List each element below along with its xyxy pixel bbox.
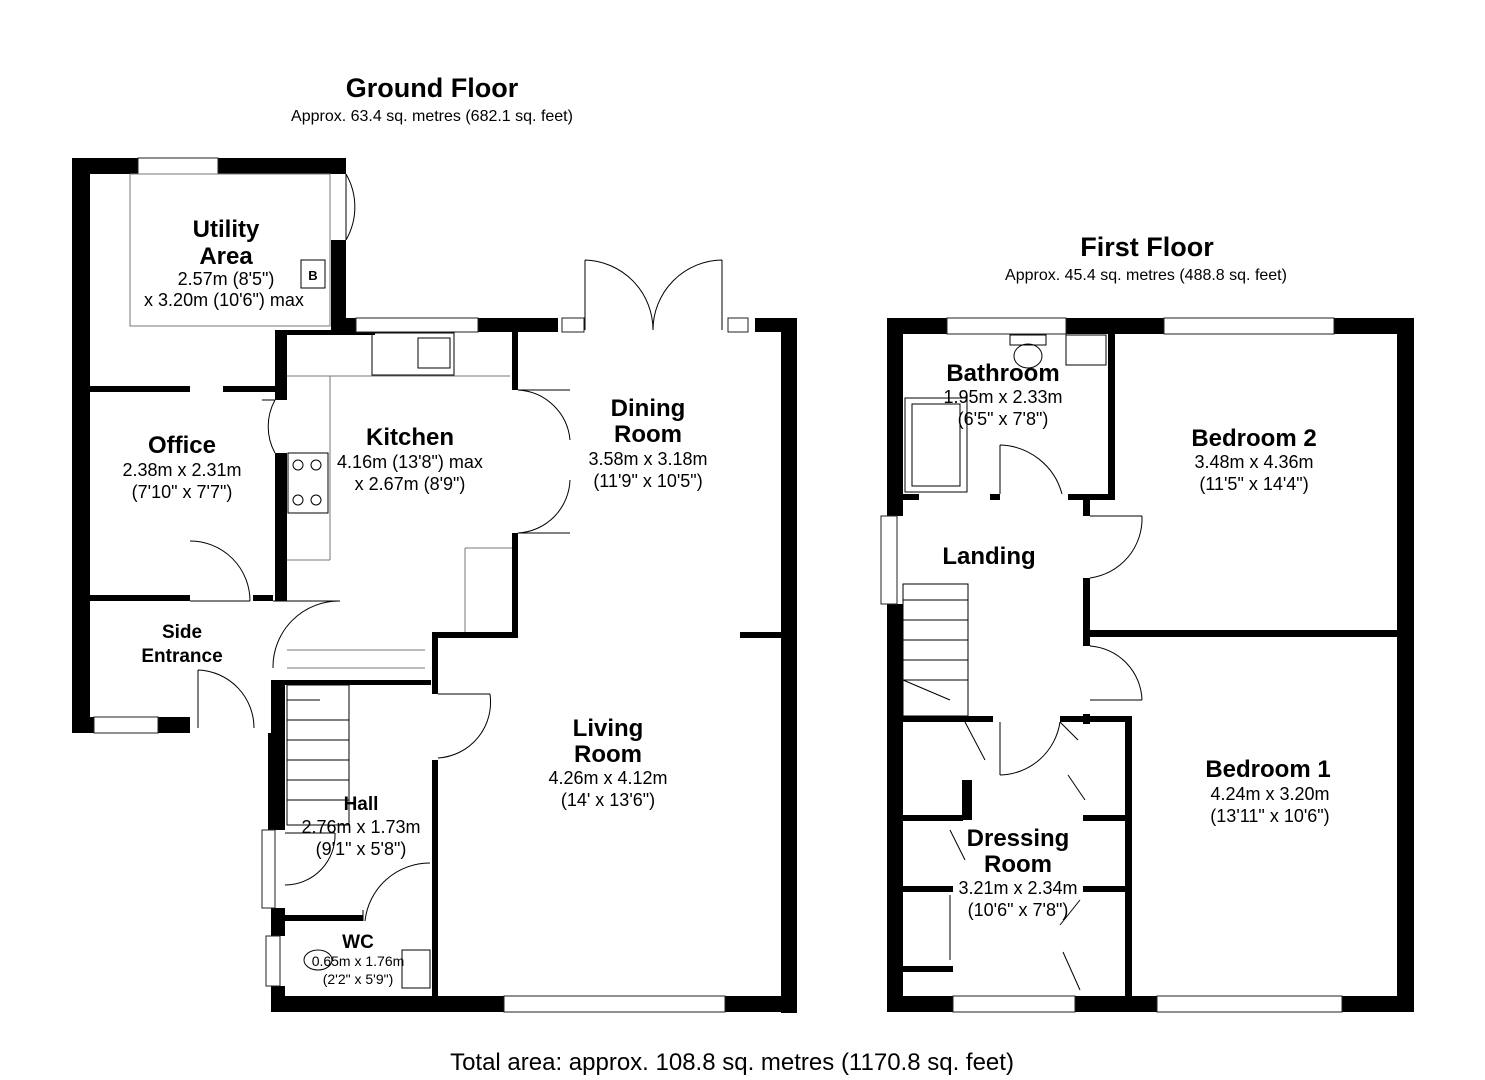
ground-floor-windows xyxy=(93,157,726,1013)
ground-floor-walls xyxy=(72,158,797,1013)
room-name: Entrance xyxy=(141,646,222,667)
room-dimensions: x 2.67m (8'9") xyxy=(355,474,466,494)
first-floor-area: Approx. 45.4 sq. metres (488.8 sq. feet) xyxy=(1005,267,1287,284)
basin-icon xyxy=(401,949,431,989)
room-wc: WC 0.65m x 1.76m (2'2" x 5'9") xyxy=(312,932,405,987)
room-dimensions: x 3.20m (10'6") max xyxy=(144,290,304,310)
room-name: Landing xyxy=(942,543,1035,570)
room-dimensions: 3.21m x 2.34m xyxy=(958,878,1077,898)
room-dressing-room: Dressing Room 3.21m x 2.34m (10'6" x 7'8… xyxy=(958,825,1077,920)
room-dimensions: 4.24m x 3.20m xyxy=(1210,784,1329,804)
room-name: Bedroom 1 xyxy=(1205,756,1330,783)
room-landing: Landing xyxy=(942,543,1035,570)
first-floor: First Floor Approx. 45.4 sq. metres (488… xyxy=(880,232,1414,1013)
room-bedroom-2: Bedroom 2 3.48m x 4.36m (11'5" x 14'4") xyxy=(1191,425,1316,494)
basin-icon xyxy=(1065,334,1107,366)
room-utility-area: Utility Area 2.57m (8'5") x 3.20m (10'6"… xyxy=(144,216,304,310)
room-dimensions: (13'11" x 10'6") xyxy=(1210,806,1329,826)
room-name: Office xyxy=(148,432,216,459)
room-dimensions: (6'5" x 7'8") xyxy=(958,409,1049,429)
room-bedroom-1: Bedroom 1 4.24m x 3.20m (13'11" x 10'6") xyxy=(1205,756,1330,826)
room-name: Kitchen xyxy=(366,424,454,451)
stairs-icon xyxy=(902,583,969,717)
sink-icon xyxy=(371,332,455,376)
room-dining-room: Dining Room 3.58m x 3.18m (11'9" x 10'5"… xyxy=(588,395,707,491)
room-kitchen: Kitchen 4.16m (13'8") max x 2.67m (8'9") xyxy=(337,424,483,494)
room-dimensions: (11'5" x 14'4") xyxy=(1199,474,1308,494)
ground-floor-title: Ground Floor xyxy=(346,73,519,103)
first-floor-walls xyxy=(887,318,1414,1012)
boiler-label: B xyxy=(308,268,317,283)
room-name: Room xyxy=(614,421,682,448)
room-name: Living xyxy=(573,715,644,742)
first-floor-title: First Floor xyxy=(1080,232,1214,262)
room-dimensions: 3.58m x 3.18m xyxy=(588,449,707,469)
total-area: Total area: approx. 108.8 sq. metres (11… xyxy=(450,1049,1014,1076)
first-floor-fixtures xyxy=(902,334,1107,717)
room-dimensions: 1.95m x 2.33m xyxy=(943,387,1062,407)
room-name: Area xyxy=(199,243,253,270)
room-hall: Hall 2.76m x 1.73m (9'1" x 5'8") xyxy=(301,794,420,859)
room-dimensions: (14' x 13'6") xyxy=(561,790,655,810)
room-dimensions: 0.65m x 1.76m xyxy=(312,953,405,969)
ground-floor-area: Approx. 63.4 sq. metres (682.1 sq. feet) xyxy=(291,108,573,125)
room-dimensions: (11'9" x 10'5") xyxy=(593,471,702,491)
ground-floor-doors xyxy=(189,173,749,922)
room-name: Dressing xyxy=(967,825,1070,852)
toilet-icon xyxy=(1013,343,1043,369)
room-dimensions: 3.48m x 4.36m xyxy=(1194,452,1313,472)
boiler-icon xyxy=(300,259,326,289)
room-dimensions: (7'10" x 7'7") xyxy=(132,482,233,502)
room-name: Utility xyxy=(193,216,260,243)
room-bathroom: Bathroom 1.95m x 2.33m (6'5" x 7'8") xyxy=(943,360,1062,429)
room-dimensions: 4.16m (13'8") max xyxy=(337,452,483,472)
room-dimensions: (2'2" x 5'9") xyxy=(323,971,394,987)
bath-icon xyxy=(904,397,968,493)
ground-floor: Ground Floor Approx. 63.4 sq. metres (68… xyxy=(72,73,797,1013)
room-dimensions: (9'1" x 5'8") xyxy=(316,839,407,859)
room-dimensions: 2.57m (8'5") xyxy=(178,269,275,289)
first-floor-windows xyxy=(880,317,1343,1013)
room-dimensions: 2.38m x 2.31m xyxy=(122,460,241,480)
room-office: Office 2.38m x 2.31m (7'10" x 7'7") xyxy=(122,432,241,502)
room-name: WC xyxy=(342,932,374,953)
room-name: Dining xyxy=(611,395,686,422)
room-side-entrance: Side Entrance xyxy=(141,622,222,667)
room-dimensions: 4.26m x 4.12m xyxy=(548,768,667,788)
room-name: Room xyxy=(984,851,1052,878)
ground-floor-fixtures: B xyxy=(129,173,512,989)
hob-icon xyxy=(287,452,329,514)
room-name: Room xyxy=(574,741,642,768)
room-dimensions: 2.76m x 1.73m xyxy=(301,817,420,837)
room-name: Bedroom 2 xyxy=(1191,425,1316,452)
stairs-icon xyxy=(286,684,350,826)
room-name: Bathroom xyxy=(946,360,1059,387)
room-name: Hall xyxy=(344,794,379,815)
toilet-icon xyxy=(303,949,333,971)
room-living-room: Living Room 4.26m x 4.12m (14' x 13'6") xyxy=(548,715,667,810)
room-dimensions: (10'6" x 7'8") xyxy=(968,900,1069,920)
first-floor-doors xyxy=(949,444,1143,991)
room-name: Side xyxy=(162,622,202,643)
